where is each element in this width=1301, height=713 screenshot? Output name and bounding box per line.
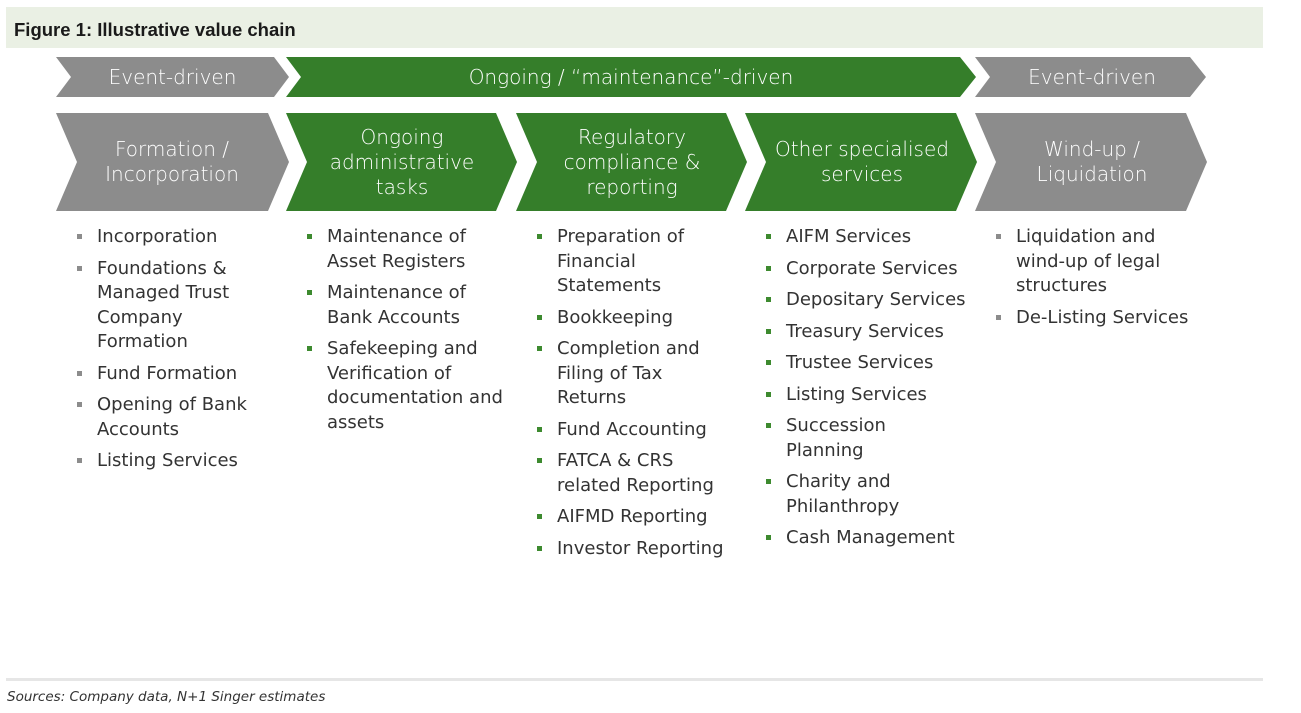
list-item: Investor Reporting: [537, 537, 737, 562]
stage-label-specialised: Other specialised services: [775, 137, 949, 186]
list-item: Corporate Services: [766, 257, 966, 282]
phase-label-0: Event-driven: [108, 64, 237, 89]
list-item: Maintenance of Bank Accounts: [307, 281, 507, 330]
stage-label-admin: Ongoing administrative tasks: [329, 124, 475, 199]
stage-chevron-0: [56, 113, 289, 211]
list-item: Treasury Services: [766, 320, 966, 345]
stage-label-regulatory: Regulatory compliance & reporting: [563, 124, 701, 199]
phase-label-2: Event-driven: [1028, 64, 1156, 89]
value-chain-chevrons: [56, 57, 1207, 211]
list-item: AIFM Services: [766, 225, 966, 250]
list-item: Completion and Filing of Tax Returns: [537, 337, 737, 411]
list-item: Maintenance of Asset Registers: [307, 225, 507, 274]
list-item: Bookkeeping: [537, 306, 737, 331]
phase-chevron-2: [975, 57, 1206, 97]
list-item: Succession Planning: [766, 414, 966, 463]
phase-chevron-1: [286, 57, 976, 97]
stage-items-regulatory: Preparation of Financial Statements Book…: [537, 225, 737, 568]
list-item: Charity and Philanthropy: [766, 470, 966, 519]
stage-label-windup: Wind-up / Liquidation: [1036, 137, 1148, 186]
stage-items-formation: Incorporation Foundations & Managed Trus…: [77, 225, 277, 481]
list-item: Fund Accounting: [537, 418, 737, 443]
stage-chevron-3: [745, 113, 977, 211]
list-item: Preparation of Financial Statements: [537, 225, 737, 299]
list-item: Incorporation: [77, 225, 277, 250]
stage-chevron-4: [975, 113, 1207, 211]
list-item: Foundations & Managed Trust Company Form…: [77, 257, 277, 355]
stage-label-formation: Formation / Incorporation: [105, 137, 239, 186]
list-item: Cash Management: [766, 526, 966, 551]
list-item: Safekeeping and Verification of document…: [307, 337, 507, 435]
stage-items-specialised: AIFM Services Corporate Services Deposit…: [766, 225, 966, 558]
phase-chevron-0: [56, 57, 289, 97]
list-item: Depositary Services: [766, 288, 966, 313]
list-item: Trustee Services: [766, 351, 966, 376]
list-item: Listing Services: [77, 449, 277, 474]
figure-title: Figure 1: Illustrative value chain: [14, 19, 296, 40]
list-item: Fund Formation: [77, 362, 277, 387]
stage-chevron-2: [516, 113, 747, 211]
stage-chevron-1: [286, 113, 517, 211]
list-item: Opening of Bank Accounts: [77, 393, 277, 442]
list-item: AIFMD Reporting: [537, 505, 737, 530]
list-item: Listing Services: [766, 383, 966, 408]
stage-items-windup: Liquidation and wind-up of legal structu…: [996, 225, 1196, 337]
bottom-divider: [6, 678, 1263, 681]
phase-label-1: Ongoing / “maintenance”-driven: [468, 64, 794, 89]
list-item: Liquidation and wind-up of legal structu…: [996, 225, 1196, 299]
list-item: De-Listing Services: [996, 306, 1196, 331]
list-item: FATCA & CRS related Reporting: [537, 449, 737, 498]
source-note: Sources: Company data, N+1 Singer estima…: [7, 689, 326, 705]
figure-title-bar: Figure 1: Illustrative value chain: [6, 7, 1263, 48]
stage-items-admin: Maintenance of Asset Registers Maintenan…: [307, 225, 507, 442]
